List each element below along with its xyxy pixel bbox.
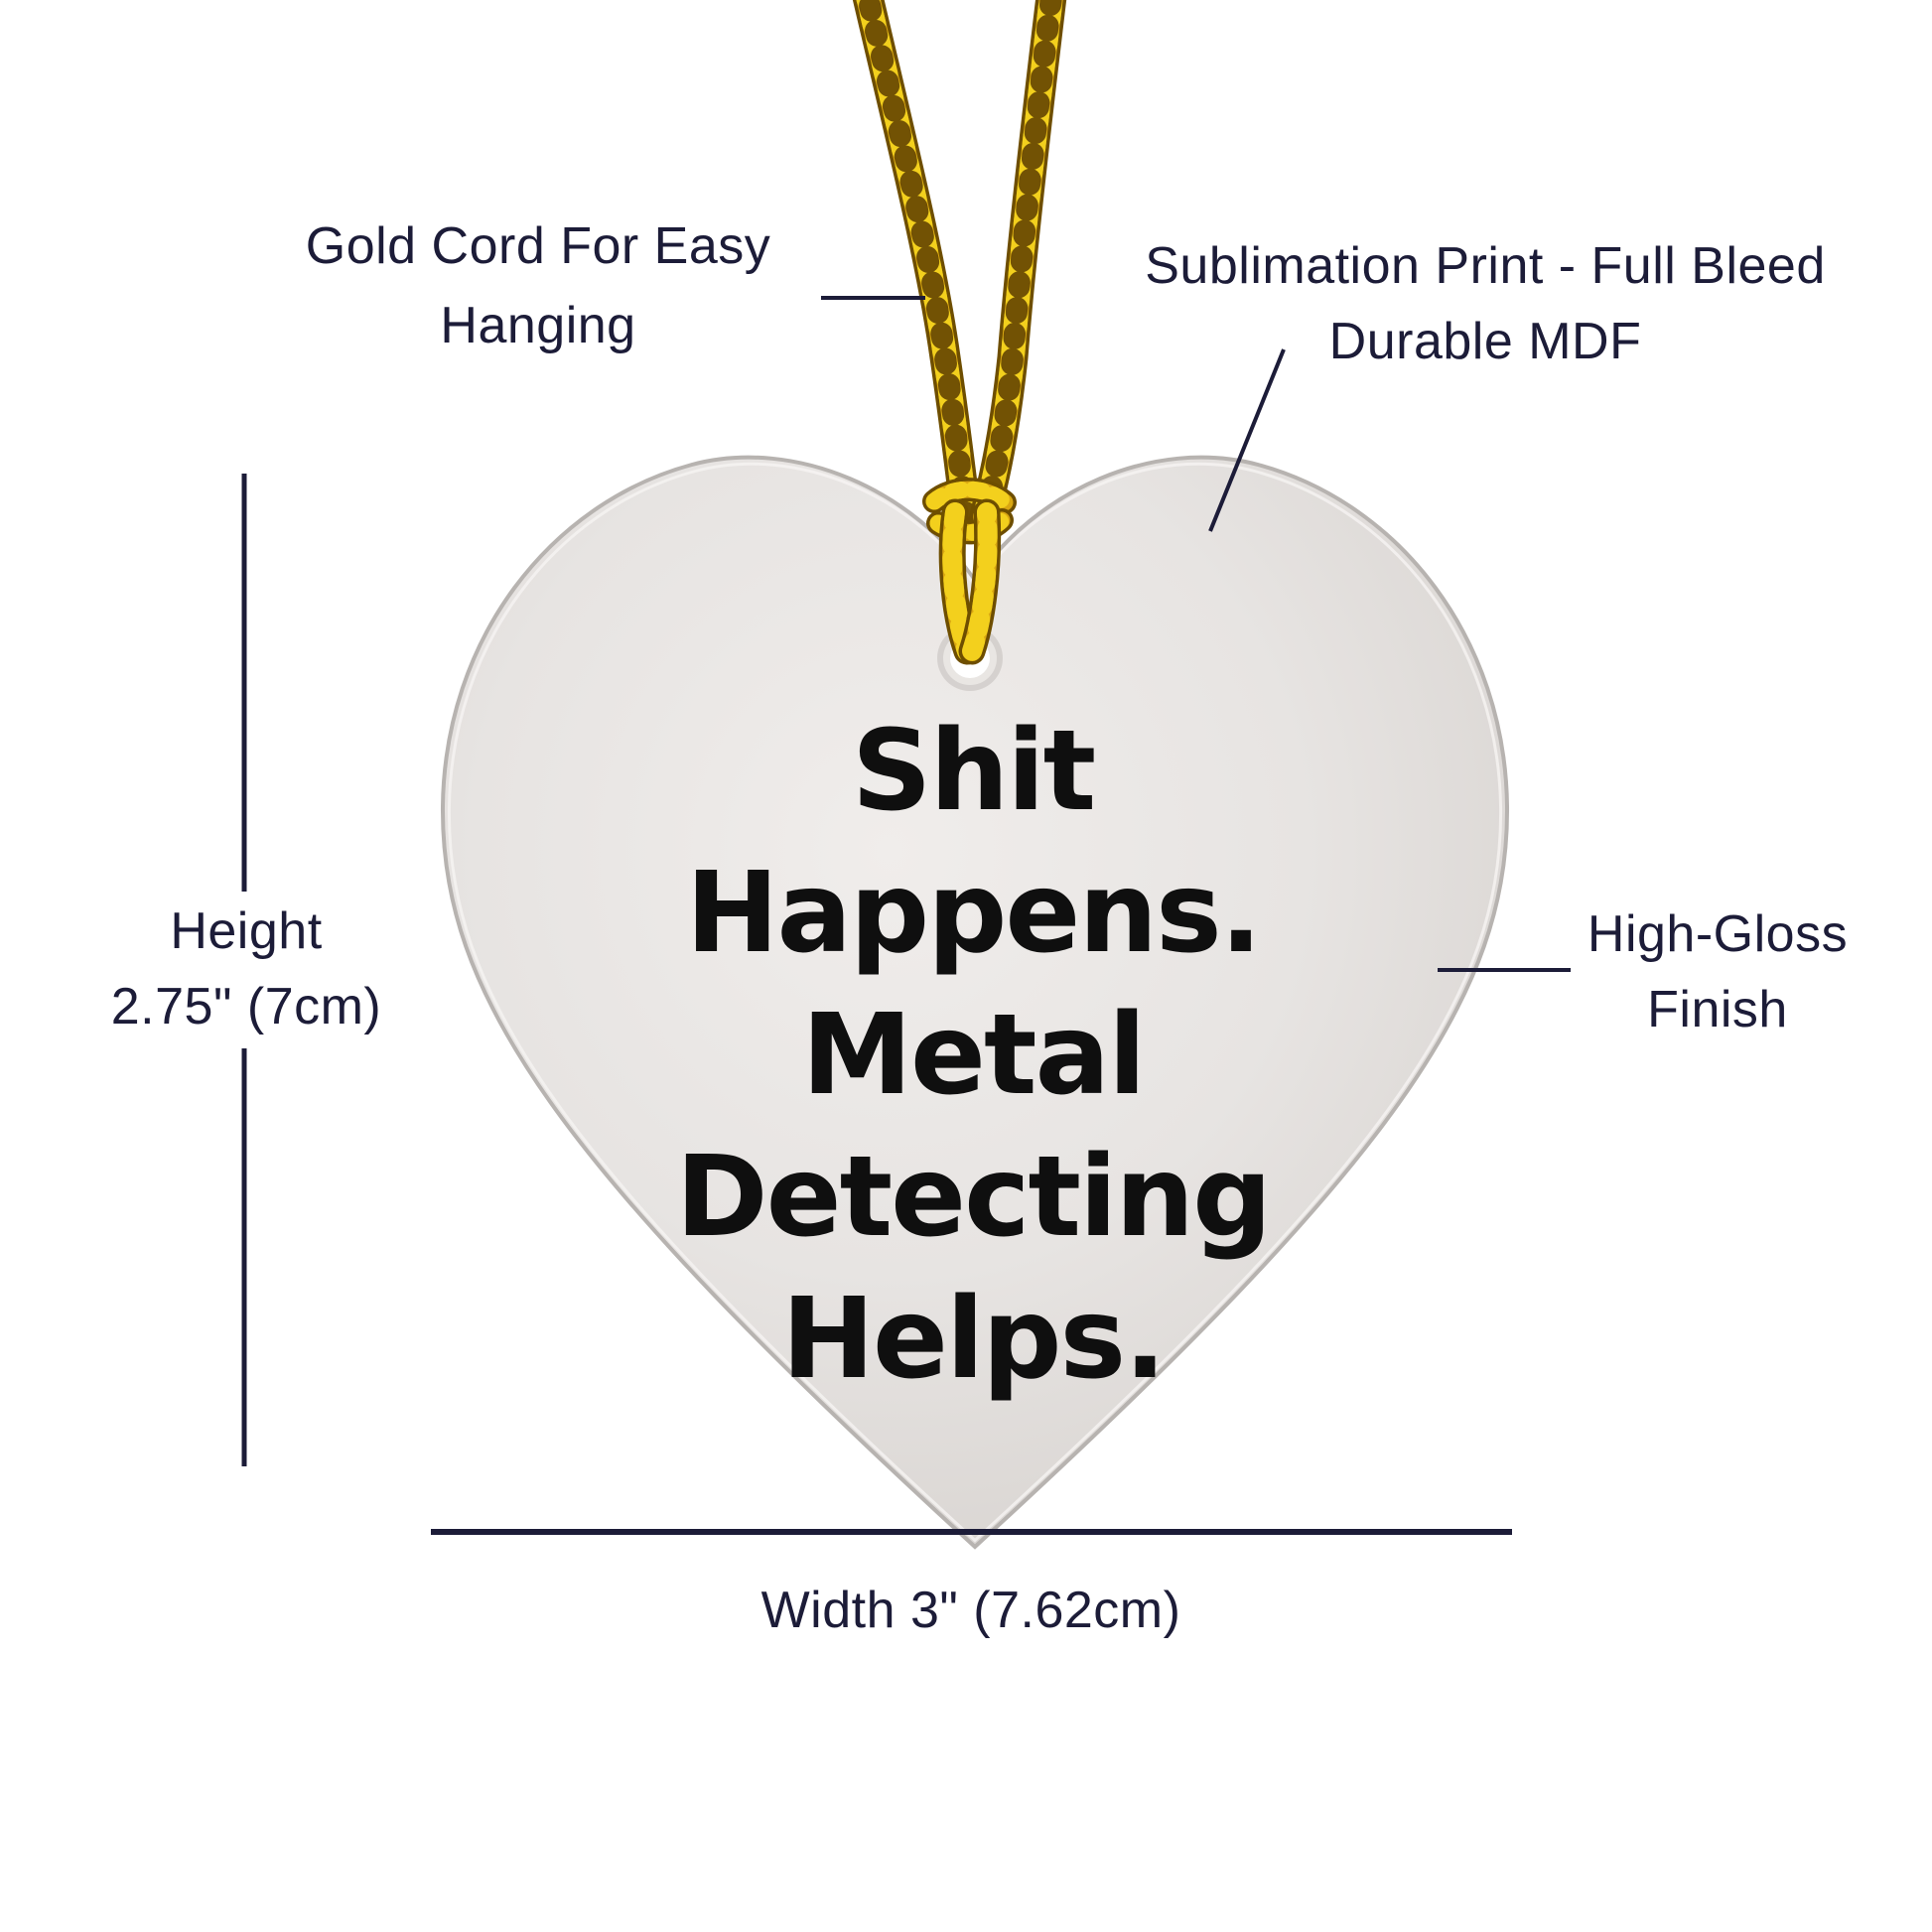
callout-gold-cord-line1: Gold Cord For Easy bbox=[305, 217, 771, 275]
heart-quote-line: Metal bbox=[801, 991, 1147, 1120]
callout-sublimation: Sublimation Print - Full Bleed Durable M… bbox=[1145, 228, 1826, 379]
callout-high-gloss: High-Gloss Finish bbox=[1587, 897, 1848, 1047]
callout-gold-cord-line2: Hanging bbox=[440, 297, 636, 354]
width-label-text: Width 3" (7.62cm) bbox=[760, 1582, 1181, 1639]
heart-shape bbox=[440, 455, 1510, 1550]
callout-gold-cord: Gold Cord For Easy Hanging bbox=[306, 207, 771, 365]
heart-quote: Shit Happens. Metal Detecting Helps. bbox=[675, 701, 1273, 1411]
heart-bevel-highlight bbox=[447, 462, 1503, 1543]
height-dimension-label: Height 2.75" (7cm) bbox=[111, 894, 381, 1044]
width-dimension-label: Width 3" (7.62cm) bbox=[761, 1573, 1181, 1648]
cord-loop bbox=[938, 498, 1002, 665]
callout-line-sublimation bbox=[1208, 348, 1286, 532]
callout-sublimation-line2: Durable MDF bbox=[1328, 313, 1642, 370]
heart-quote-line: Happens. bbox=[685, 849, 1263, 978]
height-label-line1: Height bbox=[170, 902, 323, 960]
callout-high-gloss-line2: Finish bbox=[1647, 981, 1788, 1038]
callout-high-gloss-line1: High-Gloss bbox=[1587, 905, 1849, 963]
callout-sublimation-line1: Sublimation Print - Full Bleed bbox=[1145, 237, 1826, 295]
gold-cord bbox=[852, 0, 1067, 665]
cord-right-strand bbox=[969, 0, 1067, 532]
heart-quote-line: Helps. bbox=[781, 1275, 1166, 1404]
cord-left-strand bbox=[852, 0, 982, 532]
heart-quote-line: Detecting bbox=[675, 1133, 1273, 1262]
heart-quote-line: Shit bbox=[851, 707, 1096, 836]
annotation-lines bbox=[241, 296, 1571, 1535]
height-label-line2: 2.75" (7cm) bbox=[110, 978, 382, 1035]
